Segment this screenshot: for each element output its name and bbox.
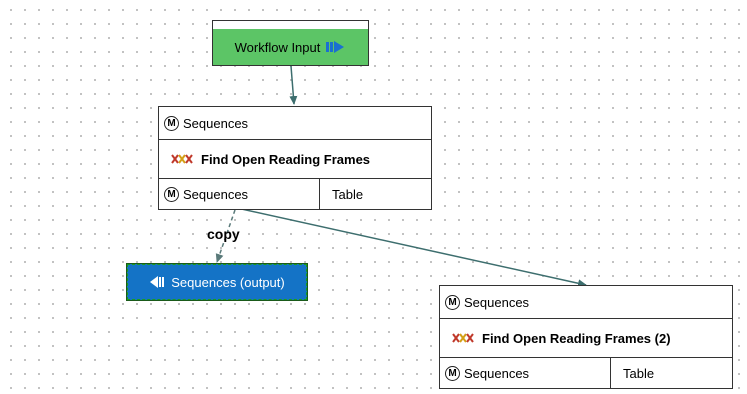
- edge-label-copy: copy: [207, 226, 240, 242]
- m-icon: M: [164, 186, 179, 202]
- workflow-output-node[interactable]: Sequences (output): [126, 263, 308, 301]
- block1-output-port-2-label: Table: [332, 186, 364, 202]
- find-orf-block[interactable]: M Sequences Find Open Reading Frames M S…: [158, 106, 432, 210]
- edge-block1-to-block2[interactable]: [236, 207, 587, 288]
- workflow-input-node[interactable]: Workflow Input: [212, 20, 369, 66]
- block1-input-port[interactable]: M Sequences: [159, 107, 431, 140]
- block1-tool-name: Find Open Reading Frames: [201, 151, 371, 167]
- block2-input-port[interactable]: M Sequences: [440, 286, 732, 319]
- block1-input-port-label: Sequences: [183, 115, 249, 131]
- arrow-right-icon: [326, 41, 345, 53]
- block2-output-port-2-label: Table: [623, 365, 655, 381]
- block1-output-ports: M Sequences Table: [159, 179, 431, 209]
- orf-icon: [171, 154, 193, 164]
- block2-tool-row[interactable]: Find Open Reading Frames (2): [440, 319, 732, 358]
- orf-icon: [452, 333, 474, 343]
- block1-output-port-table[interactable]: Table: [320, 179, 363, 209]
- arrow-left-icon: [150, 276, 165, 288]
- block2-output-ports: M Sequences Table: [440, 358, 732, 388]
- edge-block1-to-output[interactable]: [215, 209, 236, 263]
- workflow-input-label: Workflow Input: [234, 39, 321, 55]
- block2-tool-name: Find Open Reading Frames (2): [482, 330, 671, 346]
- block1-output-port-sequences[interactable]: M Sequences: [159, 179, 320, 209]
- block1-output-port-1-label: Sequences: [183, 186, 249, 202]
- edge-input-to-block1[interactable]: [289, 65, 298, 105]
- find-orf-2-block[interactable]: M Sequences Find Open Reading Frames (2)…: [439, 285, 733, 389]
- block2-input-port-label: Sequences: [464, 294, 530, 310]
- block2-output-port-table[interactable]: Table: [611, 358, 654, 388]
- m-icon: M: [445, 365, 460, 381]
- block2-output-port-sequences[interactable]: M Sequences: [440, 358, 611, 388]
- block2-output-port-1-label: Sequences: [464, 365, 530, 381]
- block1-tool-row[interactable]: Find Open Reading Frames: [159, 140, 431, 179]
- workflow-output-label: Sequences (output): [171, 274, 285, 290]
- m-icon: M: [164, 115, 179, 131]
- m-icon: M: [445, 294, 460, 310]
- workflow-input-body[interactable]: Workflow Input: [213, 29, 368, 65]
